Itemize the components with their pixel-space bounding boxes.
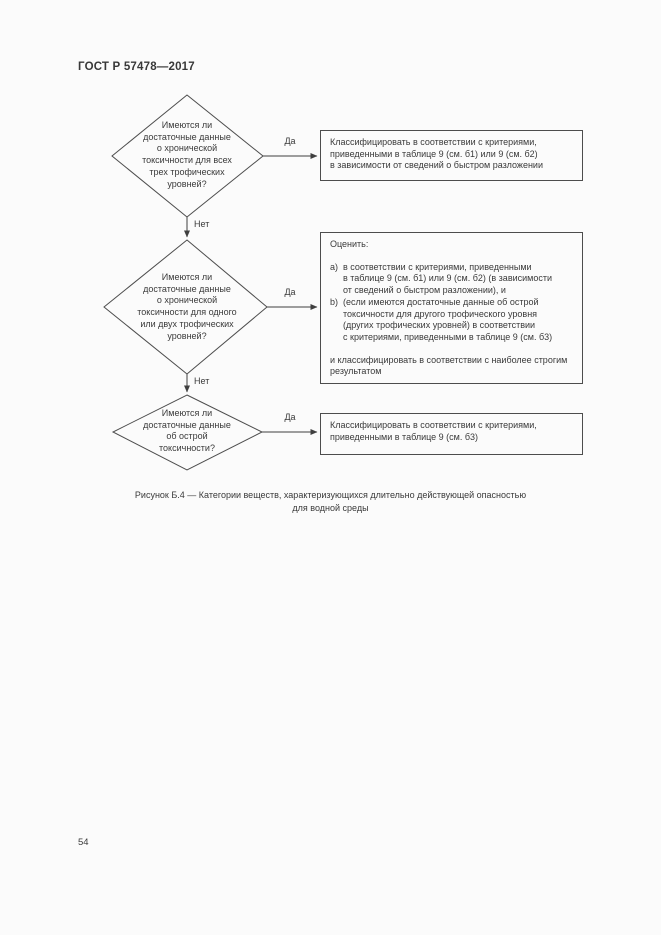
decision-3-text: Имеются ли достаточные данные об острой … xyxy=(143,408,231,454)
page-number: 54 xyxy=(78,837,89,848)
figure-caption: Рисунок Б.4 — Категории веществ, характе… xyxy=(134,490,527,513)
branch-label-yes-1: Да xyxy=(284,136,296,146)
result-box-1-text: Классифицировать в соответствии с критер… xyxy=(330,137,543,171)
result-box-1: Классифицировать в соответствии с критер… xyxy=(320,130,583,181)
decision-2-text: Имеются ли достаточные данные о хроничес… xyxy=(137,272,237,341)
branch-label-no-1: Нет xyxy=(194,219,210,229)
decision-diamond-3 xyxy=(111,394,264,471)
result-box-2-footer: и классифицировать в соответствии с наиб… xyxy=(330,354,568,377)
document-title: ГОСТ Р 57478—2017 xyxy=(78,61,195,73)
result-box-3: Классифицировать в соответствии с критер… xyxy=(320,413,583,455)
branch-label-no-2: Нет xyxy=(194,376,210,386)
result-box-2-item-a: а) в соответствии с критериями, приведен… xyxy=(330,261,552,296)
branch-label-yes-3: Да xyxy=(284,412,296,422)
decision-1-text: Имеются ли достаточные данные о хроничес… xyxy=(142,120,232,189)
result-box-2: Оценить: а) в соответствии с критериями,… xyxy=(320,232,583,384)
result-box-2-title: Оценить: xyxy=(330,239,369,249)
result-box-2-item-b: b) (если имеются достаточные данные об о… xyxy=(330,296,553,342)
result-box-3-text: Классифицировать в соответствии с критер… xyxy=(330,420,537,442)
branch-label-yes-2: Да xyxy=(284,287,296,297)
